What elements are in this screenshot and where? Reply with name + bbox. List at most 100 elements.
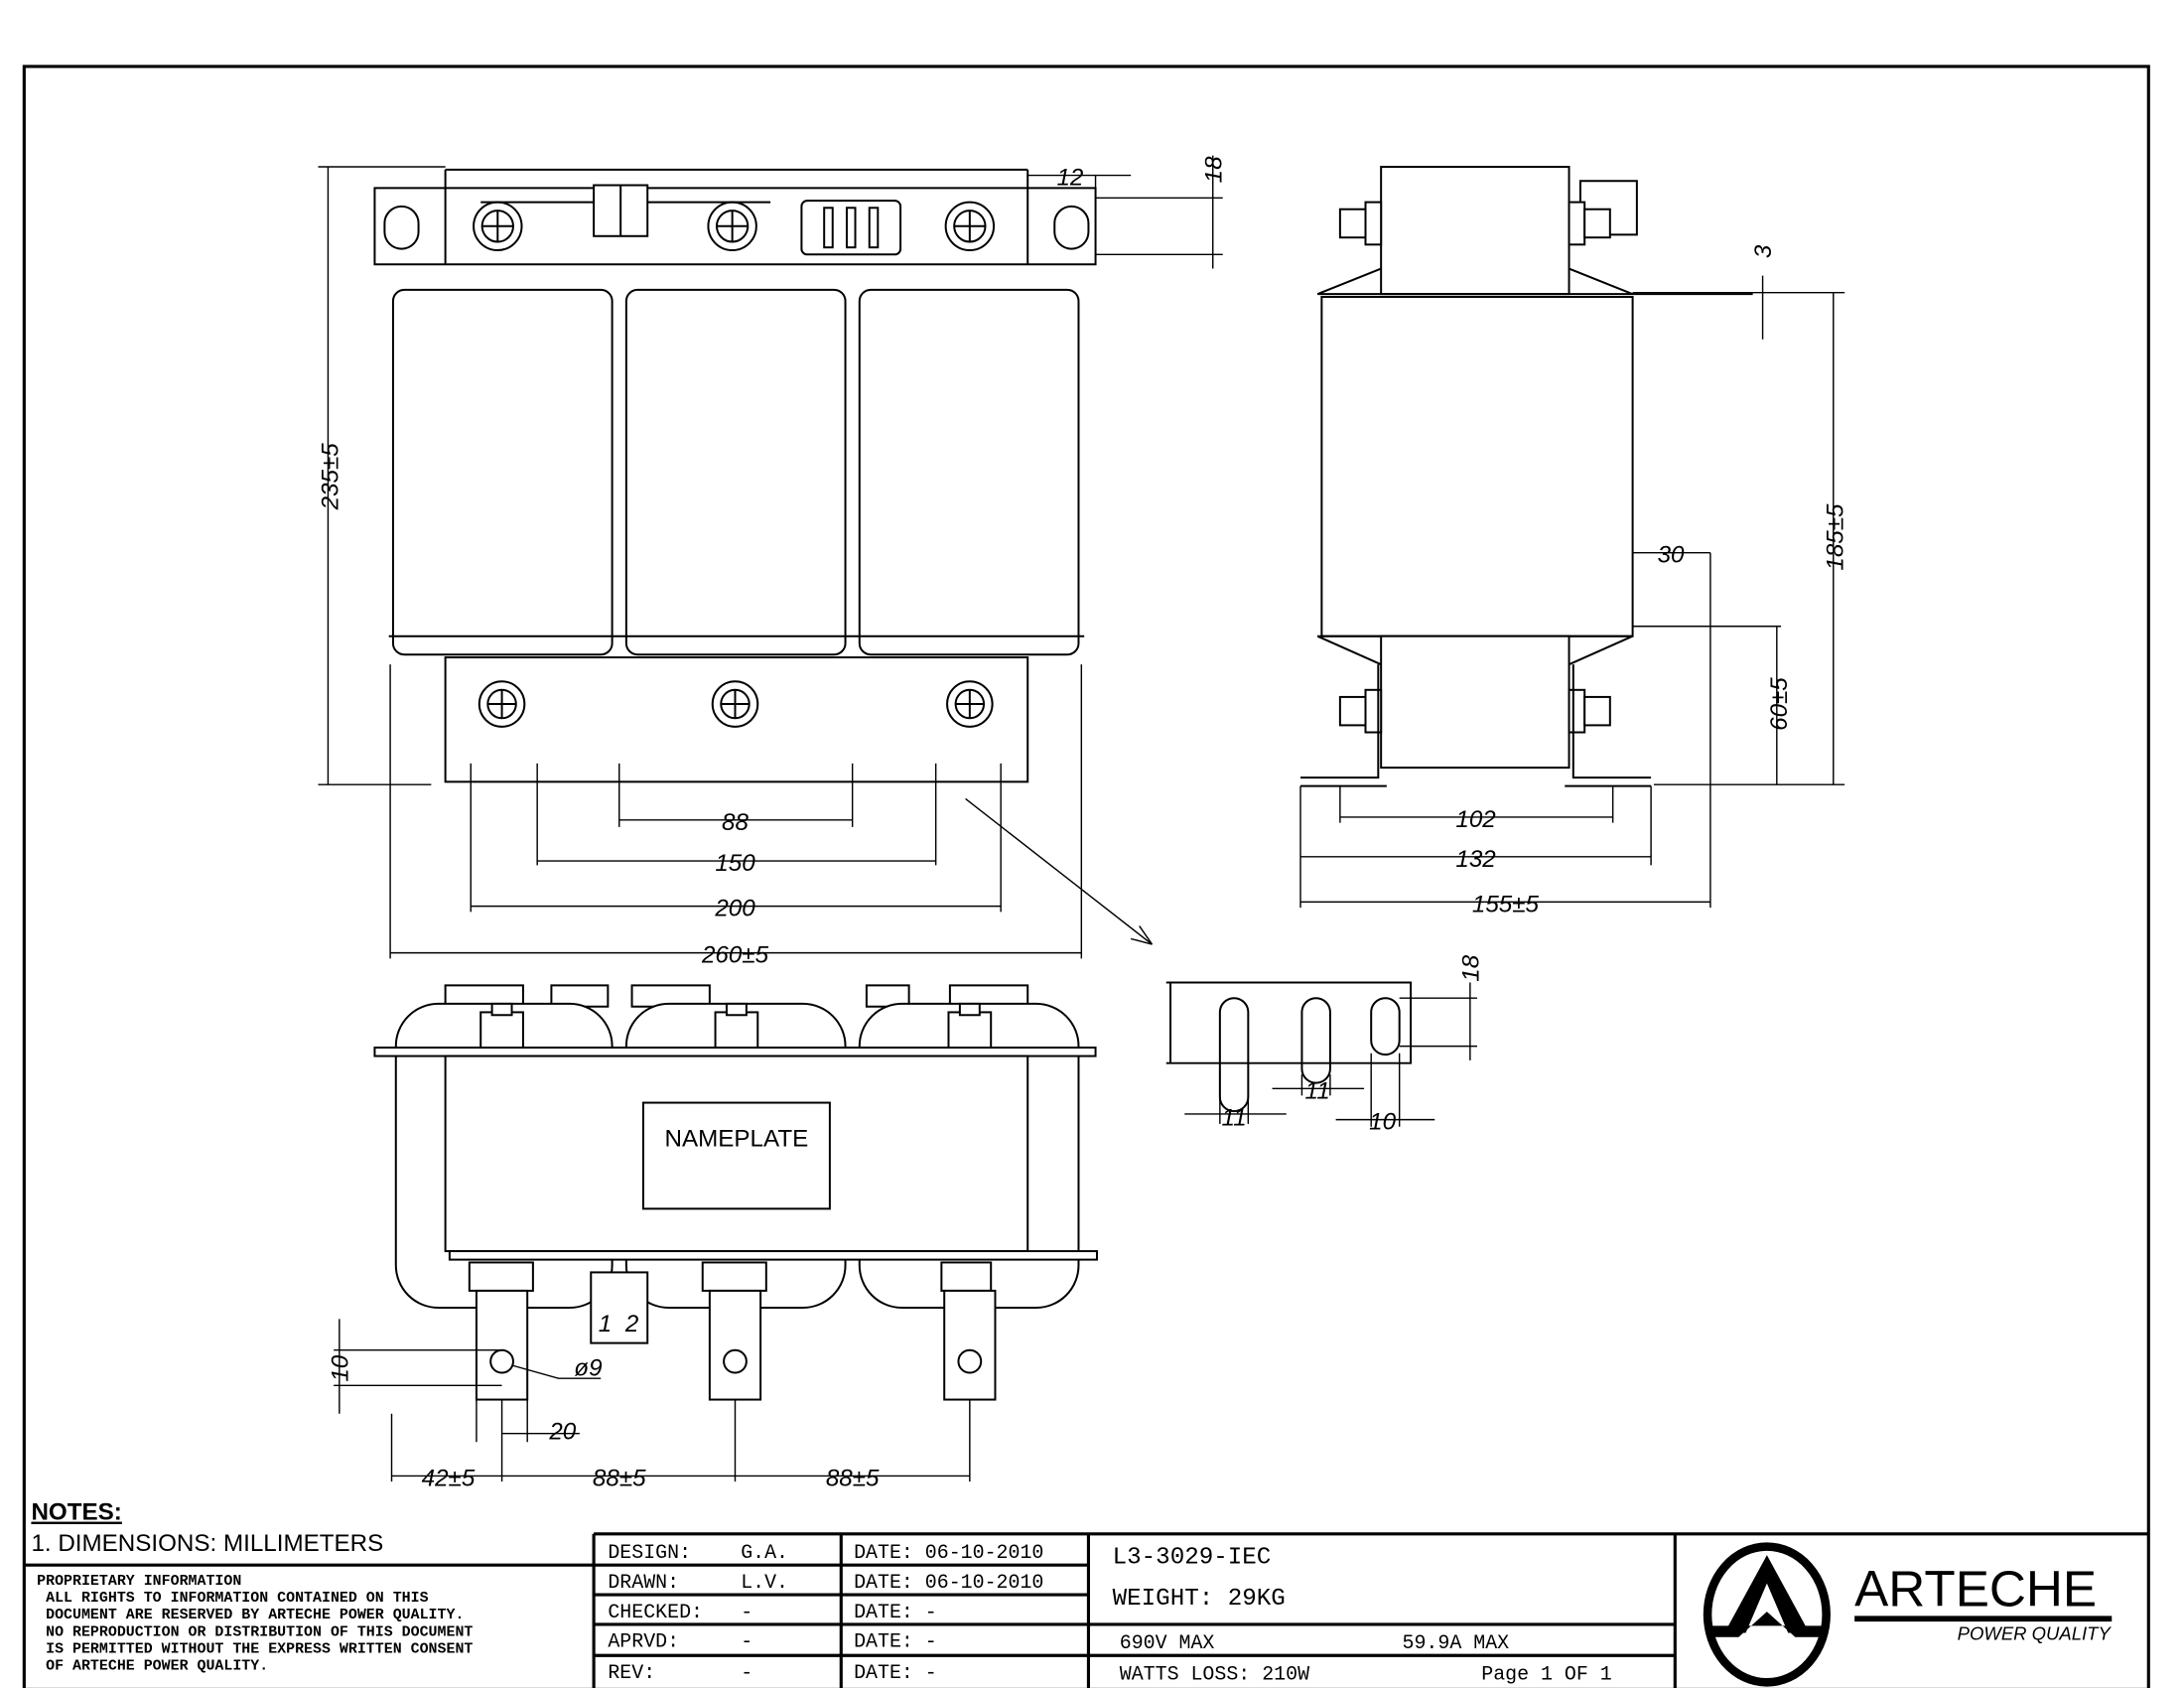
bolt-icon [478, 680, 526, 728]
role: CHECKED: [608, 1601, 703, 1623]
signer: - [741, 1630, 752, 1653]
brand-name: ARTECHE [1854, 1560, 2097, 1617]
dim-60: 60±5 [1766, 677, 1793, 731]
signoff-row: DESIGN: G.A. DATE: 06-10-2010 [608, 1541, 1043, 1564]
bottom-clamp [444, 656, 1029, 783]
dim-detail-18: 18 [1457, 954, 1484, 981]
dim-88: 88 [722, 809, 749, 836]
mount-slot [1370, 997, 1401, 1056]
dim-term-hole: ø9 [574, 1354, 602, 1381]
signer: - [741, 1661, 752, 1684]
nut-icon [1568, 201, 1611, 246]
dim-slot-offset: 12 [1056, 165, 1083, 192]
mount-slot [1300, 997, 1331, 1084]
dim-150: 150 [715, 850, 755, 877]
date: DATE: - [854, 1601, 937, 1623]
page-number: Page 1 OF 1 [1481, 1662, 1612, 1685]
coil [391, 288, 614, 656]
terminal-lug [475, 1289, 529, 1401]
notice-line: DOCUMENT ARE RESERVED BY ARTECHE POWER Q… [37, 1608, 464, 1623]
bolt-icon [707, 201, 757, 252]
voltage: 690V MAX [1120, 1631, 1215, 1654]
notes-heading: NOTES: [31, 1499, 121, 1526]
arteche-logo-icon [1703, 1542, 1831, 1687]
dim-term-20: 20 [548, 1418, 576, 1445]
coil [858, 288, 1080, 656]
coil [624, 288, 847, 656]
mount-slot [1053, 205, 1090, 250]
terminal-lug [943, 1289, 997, 1401]
role: REV: [608, 1661, 655, 1684]
nut-icon [1338, 201, 1383, 246]
dim-term-88b: 88±5 [826, 1465, 880, 1491]
signoff-row: REV: - DATE: - [608, 1661, 936, 1684]
nut-icon [1338, 688, 1383, 734]
watts-loss: WATTS LOSS: 210W [1120, 1662, 1309, 1685]
mount-slot [383, 205, 420, 250]
date: DATE: - [854, 1661, 937, 1684]
thermal-label: 2 [624, 1311, 639, 1337]
notice-line: ALL RIGHTS TO INFORMATION CONTAINED ON T… [37, 1591, 428, 1607]
nameplate [641, 1101, 831, 1210]
dim-term-42: 42±5 [422, 1465, 476, 1491]
coil-side [1320, 295, 1634, 637]
notice-line: NO REPRODUCTION OR DISTRIBUTION OF THIS … [37, 1624, 473, 1640]
nut-icon [947, 1002, 993, 1050]
dim-132: 132 [1455, 846, 1496, 873]
dim-width: 260±5 [701, 942, 769, 969]
nut-icon [1568, 688, 1611, 734]
brand-tagline: POWER QUALITY [1958, 1623, 2113, 1644]
current: 59.9A MAX [1403, 1631, 1510, 1654]
dim-detail-11a: 11 [1222, 1104, 1247, 1131]
slot-detail: 18 11 11 10 [1165, 954, 1484, 1136]
bolt-icon [944, 201, 996, 252]
terminal-block [800, 200, 902, 256]
dim-detail-10: 10 [1369, 1109, 1396, 1136]
role: APRVD: [608, 1630, 679, 1653]
part-number: L3-3029-IEC [1113, 1545, 1272, 1572]
signer: G.A. [741, 1541, 788, 1564]
signoff-row: DRAWN: L.V. DATE: 06-10-2010 [608, 1571, 1043, 1594]
dim-term-10: 10 [327, 1354, 353, 1381]
notice-line: PROPRIETARY INFORMATION [37, 1574, 241, 1590]
nut-icon [479, 1002, 524, 1050]
signoff-row: CHECKED: - DATE: - [608, 1601, 936, 1623]
proprietary-notice: PROPRIETARY INFORMATION ALL RIGHTS TO IN… [37, 1574, 473, 1674]
nut-icon [714, 1002, 759, 1050]
dim-200: 200 [714, 896, 755, 922]
role: DESIGN: [608, 1541, 691, 1564]
date: DATE: 06-10-2010 [854, 1541, 1043, 1564]
signer: - [741, 1601, 752, 1623]
dim-102: 102 [1455, 806, 1496, 833]
side-view: 3 185±5 30 60±5 102 132 155±5 [1299, 166, 1849, 917]
mount-slot [1218, 997, 1250, 1113]
thermal-switch [590, 1271, 649, 1344]
role: DRAWN: [608, 1571, 679, 1594]
bolt-icon [473, 201, 523, 252]
dim-height: 235±5 [317, 443, 343, 511]
weight: WEIGHT: 29KG [1113, 1586, 1286, 1613]
note-item: 1. DIMENSIONS: MILLIMETERS [31, 1530, 383, 1557]
bolt-icon [946, 680, 994, 728]
notice-line: OF ARTECHE POWER QUALITY. [37, 1658, 268, 1674]
dim-top-gap: 3 [1750, 244, 1777, 258]
dim-depth: 155±5 [1472, 891, 1540, 917]
sheet-border [22, 65, 2150, 1688]
dim-side-height: 185±5 [1823, 503, 1849, 571]
dim-30: 30 [1658, 542, 1685, 569]
dim-term-88a: 88±5 [593, 1465, 646, 1491]
front-view: 235±5 12 18 88 150 200 260±5 [317, 155, 1227, 969]
plan-view: NAMEPLATE 1 2 10 ø9 20 42±5 88±5 88±5 [327, 984, 1098, 1491]
bolt-icon [711, 680, 759, 728]
nameplate-label: NAMEPLATE [665, 1126, 809, 1153]
terminal-lug [708, 1289, 762, 1401]
date: DATE: 06-10-2010 [854, 1571, 1043, 1594]
dim-detail-11b: 11 [1305, 1077, 1330, 1104]
thermal-label: 1 [599, 1311, 612, 1337]
date: DATE: - [854, 1630, 937, 1653]
notice-line: IS PERMITTED WITHOUT THE EXPRESS WRITTEN… [37, 1641, 473, 1657]
signoff-row: APRVD: - DATE: - [608, 1630, 936, 1653]
dim-bar-height: 18 [1200, 156, 1227, 183]
signer: L.V. [741, 1571, 788, 1594]
